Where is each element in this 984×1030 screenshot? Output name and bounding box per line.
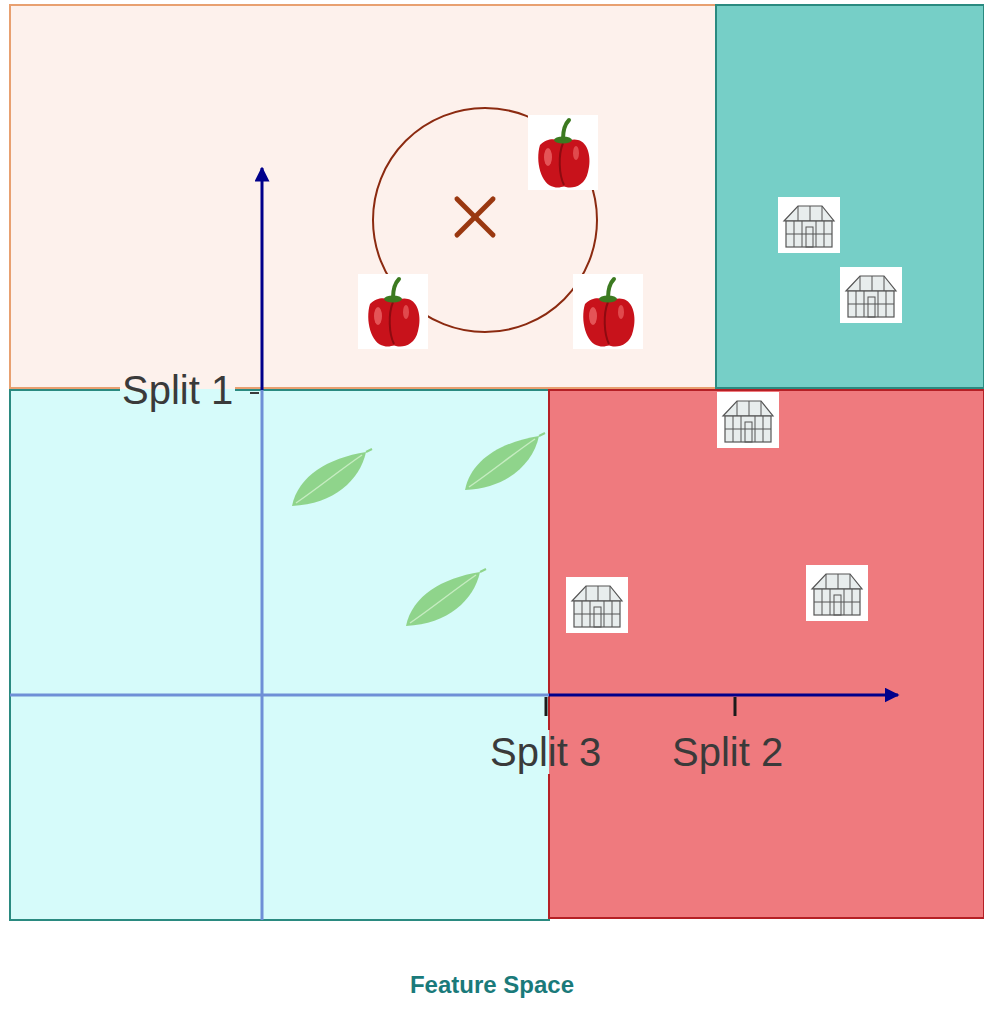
split-label: Split 1 — [120, 368, 235, 412]
x-axis-arrow — [549, 694, 898, 697]
greenhouse-region — [716, 5, 984, 388]
greenhouse-icon — [840, 267, 902, 323]
pepper-icon — [573, 274, 643, 349]
leaf-icon — [292, 449, 372, 506]
pepper-icon — [358, 274, 428, 349]
split-label: Split 2 — [670, 730, 785, 774]
split-label: Split 3 — [488, 730, 603, 774]
split-tick — [545, 697, 548, 716]
greenhouse-icon — [806, 565, 868, 621]
split-tick — [250, 392, 259, 394]
greenhouse-region — [549, 390, 984, 918]
leaf-icon — [406, 569, 486, 626]
greenhouse-icon — [566, 577, 628, 633]
greenhouse-icon — [778, 197, 840, 253]
y-axis-arrow — [261, 168, 264, 390]
pepper-region — [10, 5, 716, 388]
split-tick — [734, 697, 737, 716]
axis-line — [10, 694, 549, 697]
query-point-cross — [457, 199, 493, 235]
leaf-region — [10, 390, 549, 920]
greenhouse-icon — [717, 392, 779, 448]
pepper-icon — [528, 115, 598, 190]
leaf-icon — [465, 433, 545, 490]
axis-line — [261, 390, 264, 920]
figure-caption: Feature Space — [0, 970, 984, 1000]
